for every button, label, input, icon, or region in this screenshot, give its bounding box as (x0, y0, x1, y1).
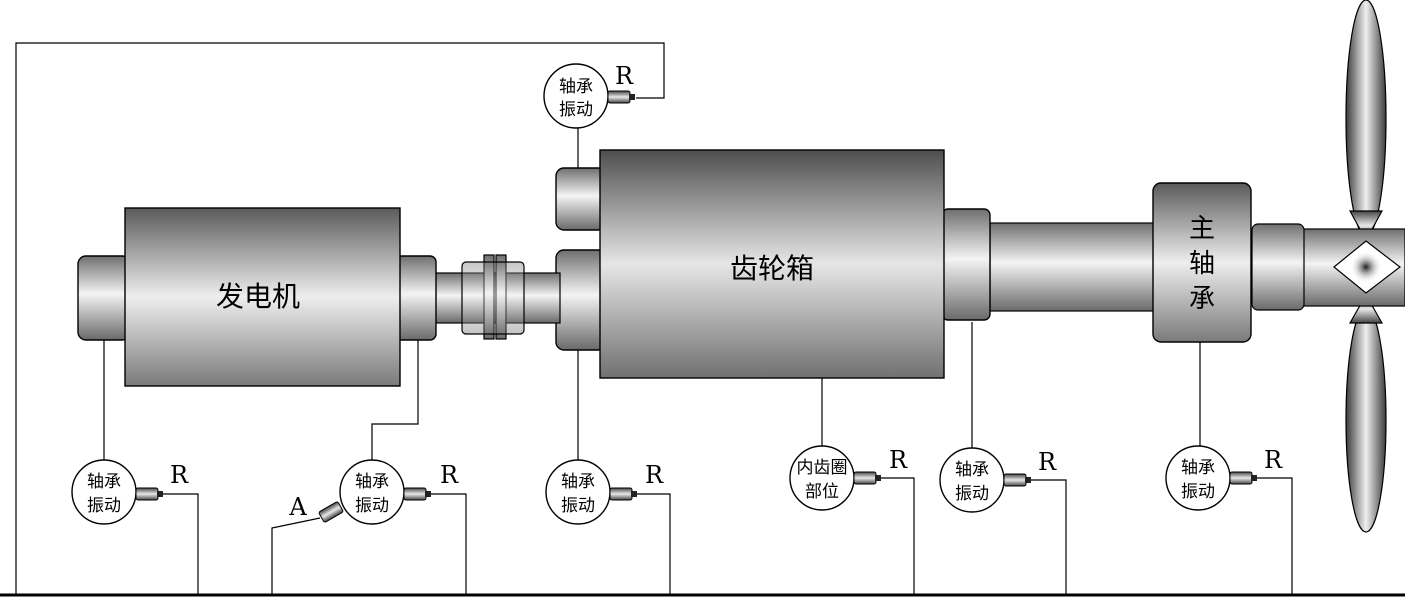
generator: 发电机 (77, 207, 437, 387)
coupling (429, 254, 561, 340)
sensor-gearbox-output: 轴承 振动 R (939, 447, 1057, 513)
generator-body (124, 207, 401, 387)
svg-text:轴承: 轴承 (355, 472, 389, 492)
rotor (1345, 0, 1387, 533)
hub-center (1350, 251, 1382, 283)
gearbox-input-hub (555, 249, 607, 351)
sensor-generator-right: 轴承 振动 R A (288, 459, 459, 525)
direction-label: R (170, 461, 189, 489)
svg-text:部位: 部位 (805, 482, 839, 502)
probe-icon (609, 487, 633, 501)
svg-text:轴承: 轴承 (561, 472, 595, 492)
gearbox-top-hub (555, 167, 607, 231)
svg-text:振动: 振动 (559, 100, 593, 120)
direction-label: R (1264, 446, 1283, 474)
wiring (15, 42, 1293, 594)
blade-root-top (1348, 210, 1384, 242)
gearbox-body (599, 149, 945, 379)
svg-text:振动: 振动 (355, 496, 389, 516)
main-shaft-right (1251, 223, 1305, 311)
probe-icon (853, 471, 877, 485)
main-shaft (989, 222, 1161, 312)
blade-root-bottom (1348, 293, 1384, 324)
svg-text:振动: 振动 (87, 496, 121, 516)
sensor-generator-left: 轴承 振动 R (71, 459, 189, 525)
wire-r-5 (1030, 479, 1067, 594)
coupling-hub (461, 261, 525, 335)
generator-label: 发电机 (216, 280, 300, 313)
main-bearing: 主 轴 承 (1152, 182, 1252, 343)
direction-label: R (645, 461, 664, 489)
wire-r-1 (162, 493, 199, 594)
main-bearing-label-2: 轴 (1189, 249, 1215, 279)
direction-axial-label: A (288, 493, 307, 521)
sensor-ring-gear: 内齿圈 部位 R (789, 445, 908, 511)
probe-icon (1003, 473, 1027, 487)
svg-text:振动: 振动 (1181, 482, 1215, 502)
wire-r-3 (636, 493, 671, 594)
wire-r-4 (876, 477, 915, 594)
wire-gen-right (371, 340, 419, 462)
direction-label: R (440, 461, 459, 489)
sensor-gearbox-top: 轴承 振动 R (543, 62, 635, 129)
svg-text:轴承: 轴承 (1181, 458, 1215, 478)
svg-text:轴承: 轴承 (87, 472, 121, 492)
svg-text:轴承: 轴承 (559, 77, 593, 97)
generator-right-hub (395, 255, 437, 341)
sensor-main-bearing: 轴承 振动 R (1165, 445, 1283, 511)
direction-label: R (615, 62, 634, 90)
wire-a-2 (271, 517, 321, 594)
probe-icon (1229, 471, 1253, 485)
probe-axial-icon (318, 501, 344, 523)
probe-icon (135, 487, 159, 501)
svg-text:振动: 振动 (955, 484, 989, 504)
svg-text:振动: 振动 (561, 496, 595, 516)
blade-bottom (1345, 307, 1387, 533)
gearbox-label: 齿轮箱 (730, 252, 814, 285)
wire-r-2 (430, 493, 467, 594)
direction-label: R (1038, 448, 1057, 476)
wire-r-6 (1254, 477, 1293, 594)
direction-label: R (889, 446, 908, 474)
wire-top-loop (15, 42, 665, 594)
generator-left-hub (77, 255, 131, 341)
main-bearing-label-3: 承 (1189, 284, 1215, 314)
svg-text:内齿圈: 内齿圈 (797, 458, 848, 478)
gearbox-output-hub (941, 208, 991, 321)
blade-top (1345, 0, 1387, 237)
main-bearing-label-1: 主 (1189, 214, 1215, 244)
sensor-gearbox-input: 轴承 振动 R (545, 459, 664, 525)
probe-icon (403, 487, 427, 501)
gearbox: 齿轮箱 (555, 149, 991, 379)
svg-text:轴承: 轴承 (955, 460, 989, 480)
probe-icon (607, 90, 631, 104)
main-shaft-assembly (989, 222, 1405, 312)
